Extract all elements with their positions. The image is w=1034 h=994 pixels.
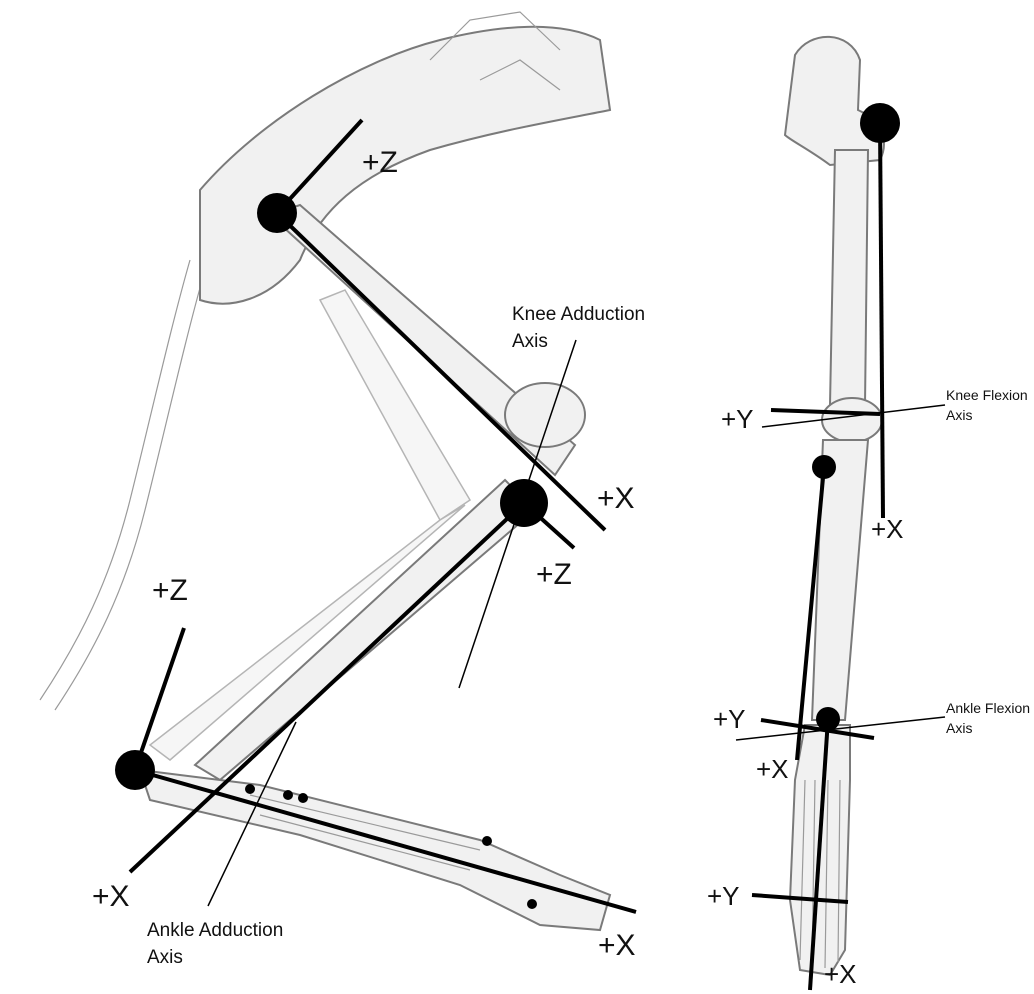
foot-marker <box>283 790 293 800</box>
front-tibia-bone <box>812 440 868 720</box>
knee-adduction-axis-label-line1: Knee Adduction <box>512 304 645 325</box>
knee-x-label: +X <box>597 482 635 515</box>
foot-marker <box>298 793 308 803</box>
ankle-z-label: +Z <box>152 574 188 607</box>
knee-adduction-axis-label-line2: Axis <box>512 331 548 352</box>
foot-x-axis-line <box>135 770 636 912</box>
left-skeleton-drawing <box>40 12 610 930</box>
front-femur-x-axis-line <box>880 123 883 518</box>
tail-outline-2 <box>55 270 205 710</box>
tail-outline <box>40 260 190 700</box>
front-pelvis-bone <box>785 37 884 165</box>
pelvis-bone <box>200 27 610 304</box>
hip-z-label: +Z <box>362 146 398 179</box>
front-ankle-joint-marker <box>816 707 840 731</box>
ankle-joint-marker <box>115 750 155 790</box>
ankle-flexion-axis-label-line1: Ankle Flexion <box>946 700 1030 716</box>
knee-z-label: +Z <box>536 558 572 591</box>
ankle-x-label: +X <box>92 880 130 913</box>
ankle-adduction-axis-label-line1: Ankle Adduction <box>147 920 283 941</box>
knee-bone <box>505 383 585 447</box>
front-hip-joint-marker <box>860 103 900 143</box>
front-knee-bone <box>822 398 882 442</box>
right-labels: +Y +X +Y +X +Y +X Knee Flexion Axis Ankl… <box>707 387 1030 989</box>
foot-x-label: +X <box>598 929 636 962</box>
foot-marker <box>527 899 537 909</box>
front-knee-y-label: +Y <box>721 404 754 434</box>
far-tibia-bone <box>150 505 465 760</box>
front-ankle-y-label: +Y <box>713 704 746 734</box>
front-shank-x-label: +X <box>871 514 904 544</box>
front-foot-y-label: +Y <box>707 881 740 911</box>
ankle-adduction-axis-label-line2: Axis <box>147 947 183 968</box>
foot-marker <box>482 836 492 846</box>
knee-flexion-axis-label-line2: Axis <box>946 407 972 423</box>
foot-marker <box>245 784 255 794</box>
front-ankle-x-label: +X <box>756 754 789 784</box>
right-skeleton-drawing <box>785 37 884 975</box>
knee-flexion-axis-label-line1: Knee Flexion <box>946 387 1028 403</box>
hip-joint-marker <box>257 193 297 233</box>
front-knee-joint-marker <box>812 455 836 479</box>
front-foot-x-label: +X <box>824 959 857 989</box>
ankle-flexion-axis-label-line2: Axis <box>946 720 972 736</box>
front-femur-bone <box>830 150 868 405</box>
tibia-bone <box>195 480 535 780</box>
knee-joint-marker <box>500 479 548 527</box>
